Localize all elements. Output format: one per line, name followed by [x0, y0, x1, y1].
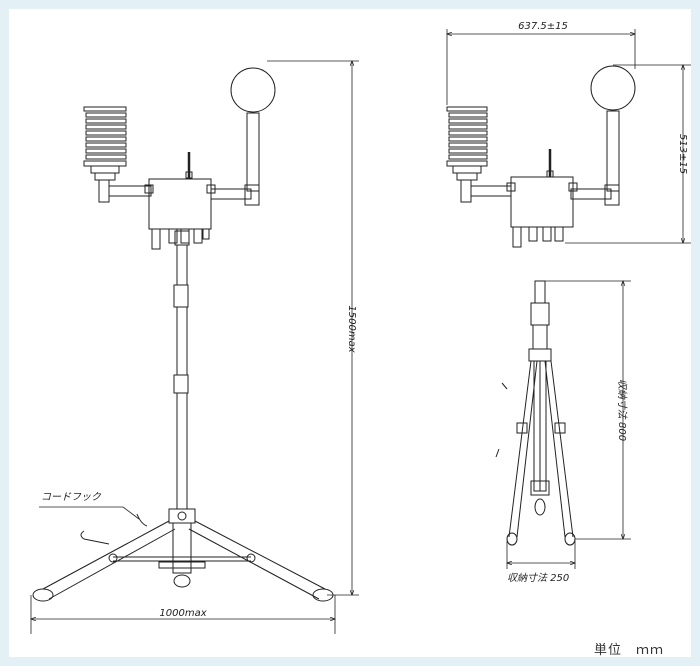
cord-hook	[136, 513, 148, 527]
stowed-height-dimension	[545, 281, 631, 539]
tripod-hub	[168, 508, 196, 524]
head-view	[446, 65, 636, 248]
assembled-view	[32, 67, 334, 602]
globe-sensor	[230, 67, 276, 113]
shield-mount	[98, 179, 110, 203]
drawing-sheet: コードフック 1500max 1000max	[9, 9, 691, 658]
arm-width-dimension	[447, 29, 635, 105]
right-arm-joint	[244, 184, 260, 206]
arm-height-dimension	[565, 65, 691, 243]
stowed-width-label: 収納寸法 250	[507, 572, 569, 584]
stowed-width-dimension	[507, 541, 575, 569]
globe-post	[246, 112, 260, 192]
width-max-label: 1000max	[159, 608, 206, 619]
stowed-height-label: 収納寸法 800	[616, 379, 628, 441]
technical-drawing: コードフック 1500max 1000max	[9, 21, 691, 634]
radiation-shield	[83, 106, 127, 181]
left-arm	[108, 185, 152, 197]
cord-hook-label: コードフック	[41, 491, 102, 503]
radiation-shield-top	[446, 106, 488, 181]
arm-height-label: 513±15	[677, 134, 688, 174]
mast	[173, 230, 190, 510]
height-dimension	[267, 61, 359, 595]
height-max-label: 1500max	[346, 305, 357, 352]
logger-box	[148, 178, 212, 230]
stowed-tripod	[495, 280, 576, 546]
globe-sensor-top	[590, 65, 636, 111]
width-dimension	[31, 595, 335, 634]
logger-box-top	[510, 176, 574, 228]
connector	[151, 228, 161, 250]
tripod-legs	[32, 520, 334, 602]
arm-width-label: 637.5±15	[518, 21, 568, 32]
unit-label: 単位 ｍｍ	[594, 643, 665, 658]
